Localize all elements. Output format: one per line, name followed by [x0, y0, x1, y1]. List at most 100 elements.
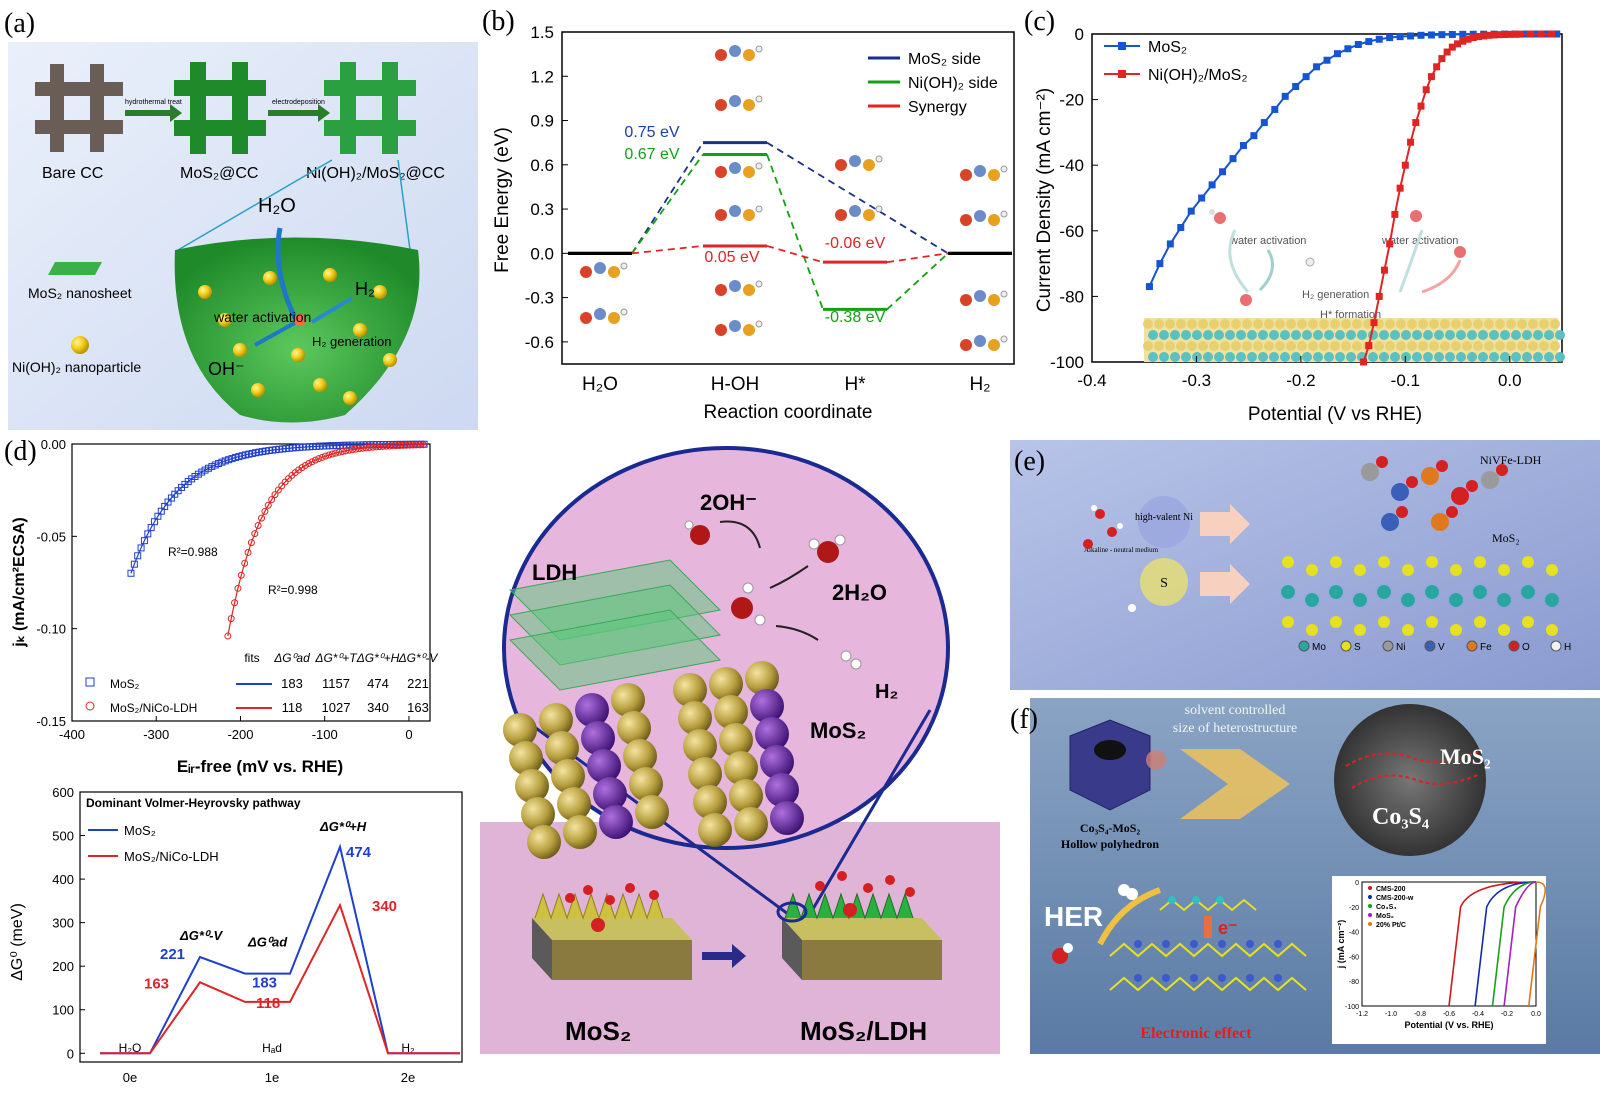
mos2-atoms	[503, 661, 804, 859]
atom-ni	[974, 165, 986, 177]
inset-label-h2-generation: H₂ generation	[1302, 289, 1369, 301]
value-label-d2: 221	[160, 946, 185, 963]
inset-legend-marker	[1368, 886, 1372, 890]
atom-sphere	[734, 807, 768, 841]
surface-atom	[1198, 319, 1208, 329]
surface-atom	[1528, 319, 1538, 329]
atom-sphere	[760, 745, 794, 779]
series-lines-b	[568, 141, 1012, 311]
surface-atom	[1522, 330, 1532, 340]
inset-legend-marker	[1368, 904, 1372, 908]
surface-atom	[1445, 352, 1455, 362]
legend-marker-d1	[85, 677, 95, 687]
lattice-atom	[1450, 624, 1462, 636]
lattice-atom	[1377, 585, 1391, 599]
lattice-atom	[1546, 564, 1558, 576]
surface-atom	[1170, 352, 1180, 362]
surface-atom	[1401, 330, 1411, 340]
inset-xtick: -0.8	[1414, 1011, 1426, 1018]
xtick-label-c: -0.4	[1077, 371, 1106, 390]
point-MoS₂	[1344, 45, 1352, 53]
atom-sphere	[714, 695, 748, 729]
legend-label-c: MoS₂	[1148, 39, 1187, 56]
electron-arrow	[1204, 916, 1212, 938]
point-MoS₂	[130, 560, 138, 568]
molecule-clusters-b	[580, 45, 1008, 351]
point-Ni(OH)₂/MoS₂	[1537, 30, 1545, 38]
inset-xtick: -0.2	[1501, 1011, 1513, 1018]
inset-legend-marker	[1368, 895, 1372, 899]
plot-frame-b	[561, 31, 1015, 365]
point-MoS₂/NiCo-LDH	[254, 522, 262, 530]
surface-atom	[1335, 330, 1345, 340]
energy-annotation: 0.75 eV	[624, 124, 679, 141]
point-MoS₂	[140, 537, 148, 545]
interface-line-2	[1351, 773, 1481, 789]
xtick-label-d2: 1e	[265, 1070, 279, 1085]
point-MoS₂/NiCo-LDH	[231, 599, 239, 607]
atom-h	[755, 162, 763, 170]
lattice-atom	[1282, 556, 1294, 568]
state-label-d2: H₂O	[119, 1041, 142, 1055]
surface-atom	[1462, 341, 1472, 351]
high-valent-ni-circle	[1138, 496, 1190, 548]
surface-atom	[1148, 330, 1158, 340]
element-swatch	[1340, 640, 1352, 652]
surface-atom	[1517, 319, 1527, 329]
ytick-label-c: -60	[1059, 222, 1084, 241]
label-co3s4-tem: Co₃S₄	[1372, 804, 1429, 830]
label-h2-d: H₂	[875, 681, 898, 703]
surface-atom	[1231, 341, 1241, 351]
surface-atom	[1143, 319, 1153, 329]
point-Ni(OH)₂/MoS₂	[1548, 30, 1556, 38]
point-Ni(OH)₂/MoS₂	[1511, 30, 1519, 38]
legend-nanosheet-icon	[48, 262, 102, 275]
label-2oh: 2OH⁻	[700, 490, 757, 515]
title-nivfe-ldh: NiVFe-LDH	[1480, 453, 1542, 467]
surface-atom	[1539, 319, 1549, 329]
connector-Ni(OH)₂ side	[631, 153, 704, 254]
legend-marker-c	[1118, 42, 1126, 50]
point-MoS₂/NiCo-LDH	[244, 548, 252, 556]
atom-sphere	[617, 711, 651, 745]
nioh-mos2-cc-icon	[324, 62, 416, 154]
ldh-schematic: 2OH⁻ LDH 2H₂O H₂ MoS₂ MoS₂ MoS₂/LDH	[480, 446, 1000, 1054]
panel-label-f: (f)	[1010, 704, 1038, 735]
panel-label-a: (a)	[4, 8, 35, 39]
surface-atom	[1286, 319, 1296, 329]
lattice-atom	[1426, 556, 1438, 568]
active-site	[294, 314, 306, 326]
point-MoS₂	[1354, 40, 1362, 48]
hollow-polyhedron	[1069, 719, 1151, 811]
surface-atom	[1291, 330, 1301, 340]
surface-atom	[1313, 330, 1323, 340]
surface-atom	[1258, 352, 1268, 362]
xtick-label-d2: 2e	[401, 1070, 415, 1085]
xtick-label-d1: -100	[312, 727, 338, 742]
atom-h	[620, 308, 628, 316]
surface-atom	[1533, 352, 1543, 362]
ldh-oxygen	[1446, 506, 1458, 518]
value-label-d2: 340	[372, 898, 397, 915]
surface-atom	[1269, 330, 1279, 340]
lattice-atom	[1402, 624, 1414, 636]
annotations-b: 0.75 eV0.67 eV0.05 eV-0.06 eV-0.38 eV	[624, 124, 885, 326]
ldh-oxygen	[1466, 480, 1478, 492]
panel-label-b: (b)	[482, 6, 515, 37]
surface-atom	[1544, 352, 1554, 362]
atom-sphere	[593, 777, 627, 811]
point-MoS₂/NiCo-LDH	[355, 445, 363, 453]
element-swatch	[1466, 640, 1478, 652]
atom-sphere	[693, 785, 727, 819]
point-MoS₂	[1313, 63, 1321, 71]
panel-label-c: (c)	[1024, 6, 1055, 37]
ytick-label-d2: 600	[52, 785, 74, 800]
surface-atom	[1506, 341, 1516, 351]
xtick-label-d1: -200	[227, 727, 253, 742]
label-mos2-e: MoS₂	[1492, 531, 1520, 545]
legend-marker-d1	[85, 701, 95, 711]
ytick-label-c: -80	[1059, 287, 1084, 306]
